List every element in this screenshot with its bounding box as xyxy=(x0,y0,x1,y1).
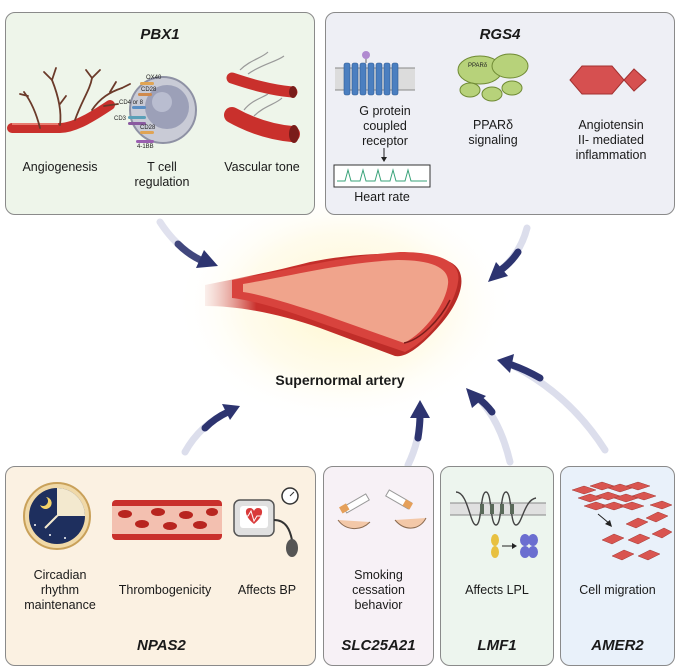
blood-vessel-clot-icon xyxy=(112,500,222,540)
marker-cd28a: CD28 xyxy=(141,87,157,93)
arrowhead-pbx1 xyxy=(196,250,218,268)
marker-cd4or8: CD4 or 8 xyxy=(119,100,144,106)
marker-ox40: OX40 xyxy=(146,75,162,81)
lmf1-panel xyxy=(440,466,554,666)
lmf1-gene-label: LMF1 xyxy=(477,637,517,654)
lmf1-item-lpl: Affects LPL xyxy=(465,583,529,597)
arrowhead-npas2 xyxy=(222,404,240,420)
center-title: Supernormal artery xyxy=(275,372,405,388)
rgs4-item-ppar: PPARδ signaling xyxy=(468,118,518,147)
arrow-npas2 xyxy=(181,408,232,456)
npas2-item-thrombogenicity: Thrombogenicity xyxy=(118,583,212,597)
lmf1-membrane-icon xyxy=(450,491,546,558)
cell-migration-icon xyxy=(571,481,673,561)
arrowhead-rgs4 xyxy=(488,262,508,282)
npas2-item-affects-bp: Affects BP xyxy=(237,583,297,597)
angiogenesis-icon xyxy=(7,67,131,133)
arrowhead-amer2 xyxy=(497,354,514,373)
broken-cigarette-icon xyxy=(337,489,427,529)
marker-cd28b: CD28 xyxy=(140,125,156,131)
rgs4-item-gpcr: G protein coupled receptor xyxy=(359,104,411,148)
angiotensin-icon xyxy=(569,65,647,95)
ppar-icon: PPARδ xyxy=(457,53,529,102)
clock-icon xyxy=(23,482,91,550)
marker-41bb: 4-1BB xyxy=(137,144,154,150)
rgs4-item-angiotensin: Angiotensin II- mediated inflammation xyxy=(575,118,647,162)
ppar-mini-label: PPARδ xyxy=(468,63,488,69)
arrowhead-slc25a21 xyxy=(410,400,430,418)
arrow-amer2 xyxy=(508,361,609,454)
slc25a21-gene-label: SLC25A21 xyxy=(341,637,416,654)
vascular-tone-icon xyxy=(224,51,300,143)
pbx1-item-angiogenesis: Angiogenesis xyxy=(22,160,98,174)
slc25a21-panel xyxy=(323,466,434,666)
arrowhead-lmf1 xyxy=(466,388,486,408)
t-cell-icon: OX40 CD28 CD4 or 8 CD3 CD28 4-1BB xyxy=(114,75,197,150)
artery xyxy=(205,252,462,357)
rgs4-gene-label: RGS4 xyxy=(479,26,521,43)
npas2-item-circadian: Circadian rhythm maintenance xyxy=(24,568,96,612)
amer2-item-migration: Cell migration xyxy=(579,583,656,597)
slc25a21-item-smoking: Smoking cessation behavior xyxy=(352,568,405,612)
gpcr-icon xyxy=(335,51,415,96)
npas2-gene-label: NPAS2 xyxy=(137,637,186,654)
pbx1-item-vascular-tone: Vascular tone xyxy=(224,160,300,174)
pbx1-gene-label: PBX1 xyxy=(140,26,180,43)
marker-cd3: CD3 xyxy=(114,116,127,122)
rgs4-heart-rate-label: Heart rate xyxy=(354,190,410,204)
heart-rate-icon xyxy=(333,148,431,188)
pbx1-item-t-cell: T cell regulation xyxy=(134,160,190,189)
blood-pressure-monitor-icon xyxy=(233,487,299,557)
amer2-gene-label: AMER2 xyxy=(591,637,644,654)
